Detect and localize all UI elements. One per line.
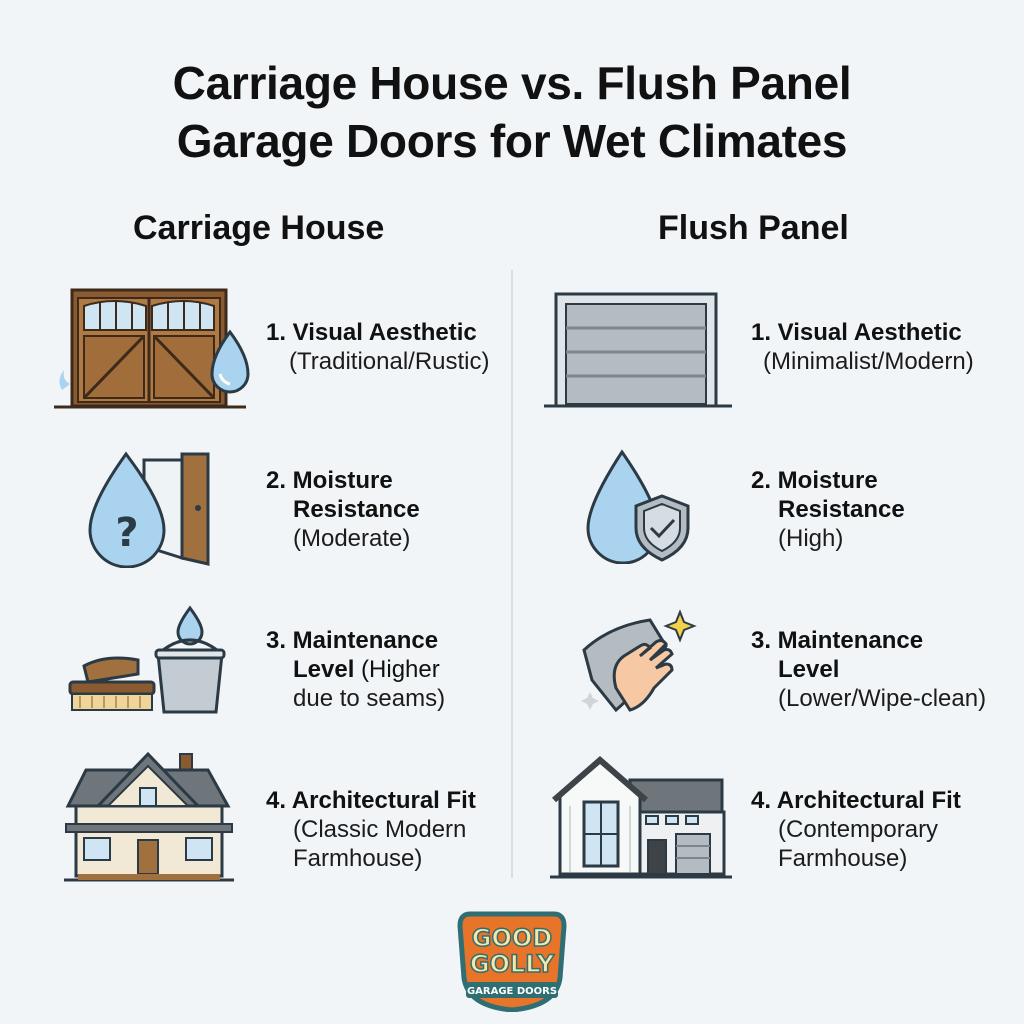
item-description: (Contemporary: [778, 816, 939, 843]
left-item-architectural-fit: 4. Architectural Fit (Classic Modern Far…: [266, 786, 476, 873]
right-item-visual-aesthetic: 1. Visual Aesthetic (Minimalist/Modern): [751, 318, 974, 376]
item-title-line-2: Resistance: [778, 496, 905, 523]
left-item-visual-aesthetic: 1. Visual Aesthetic (Traditional/Rustic): [266, 318, 490, 376]
item-description-line-2: Farmhouse): [778, 845, 908, 872]
title-line-1: Carriage House vs. Flush Panel: [172, 57, 852, 109]
item-description: (Moderate): [293, 525, 411, 552]
wipe-cloth-hand-icon: [580, 606, 700, 724]
brush-bucket-icon: [66, 604, 232, 716]
right-item-maintenance-level: 3. Maintenance Level (Lower/Wipe-clean): [751, 626, 986, 713]
item-title: 2. Moisture: [266, 467, 393, 494]
item-description: (Traditional/Rustic): [289, 348, 490, 375]
column-heading-carriage-house: Carriage House: [133, 209, 385, 247]
title-line-2: Garage Doors for Wet Climates: [176, 115, 848, 167]
water-drop-shield-icon: [584, 448, 694, 564]
item-title: 1. Visual Aesthetic: [266, 319, 477, 346]
water-drop-question-icon: ?: [86, 450, 216, 568]
item-description: (Higher: [354, 656, 440, 683]
left-item-maintenance-level: 3. Maintenance Level (Higher due to seam…: [266, 626, 445, 713]
modern-farmhouse-icon: [550, 756, 734, 880]
item-description: (Lower/Wipe-clean): [778, 685, 987, 712]
carriage-door-icon: [48, 286, 254, 412]
item-title-line-2: Level: [778, 656, 840, 683]
item-title: 4. Architectural Fit: [266, 787, 476, 814]
column-heading-flush-panel: Flush Panel: [658, 209, 849, 247]
item-title-line-2: Resistance: [293, 496, 420, 523]
item-title: 3. Maintenance: [751, 627, 924, 654]
logo-text-good: GOOD: [472, 924, 552, 952]
right-item-architectural-fit: 4. Architectural Fit (Contemporary Farmh…: [751, 786, 961, 873]
svg-text:?: ?: [115, 510, 138, 556]
farmhouse-icon: [58, 748, 240, 884]
item-description: (Minimalist/Modern): [763, 348, 974, 375]
item-description: (Classic Modern: [293, 816, 467, 843]
brand-logo: GOOD GOLLY GARAGE DOORS: [456, 908, 568, 1017]
item-title-line-2: Level: [293, 656, 355, 683]
logo-text-golly: GOLLY: [470, 950, 555, 978]
item-description: (High): [778, 525, 844, 552]
flush-panel-door-icon: [544, 290, 734, 410]
item-description-line-2: Farmhouse): [293, 845, 423, 872]
page-title: Carriage House vs. Flush Panel Garage Do…: [0, 54, 1024, 170]
item-title: 4. Architectural Fit: [751, 787, 961, 814]
item-description-line-2: due to seams): [293, 685, 446, 712]
logo-tagline: GARAGE DOORS: [467, 986, 557, 997]
right-item-moisture-resistance: 2. Moisture Resistance (High): [751, 466, 905, 553]
column-divider: [511, 270, 513, 878]
item-title-line-2-wrap: Level (Higher: [266, 655, 445, 684]
item-title: 1. Visual Aesthetic: [751, 319, 962, 346]
item-title: 2. Moisture: [751, 467, 878, 494]
item-title: 3. Maintenance: [266, 627, 439, 654]
left-item-moisture-resistance: 2. Moisture Resistance (Moderate): [266, 466, 420, 553]
